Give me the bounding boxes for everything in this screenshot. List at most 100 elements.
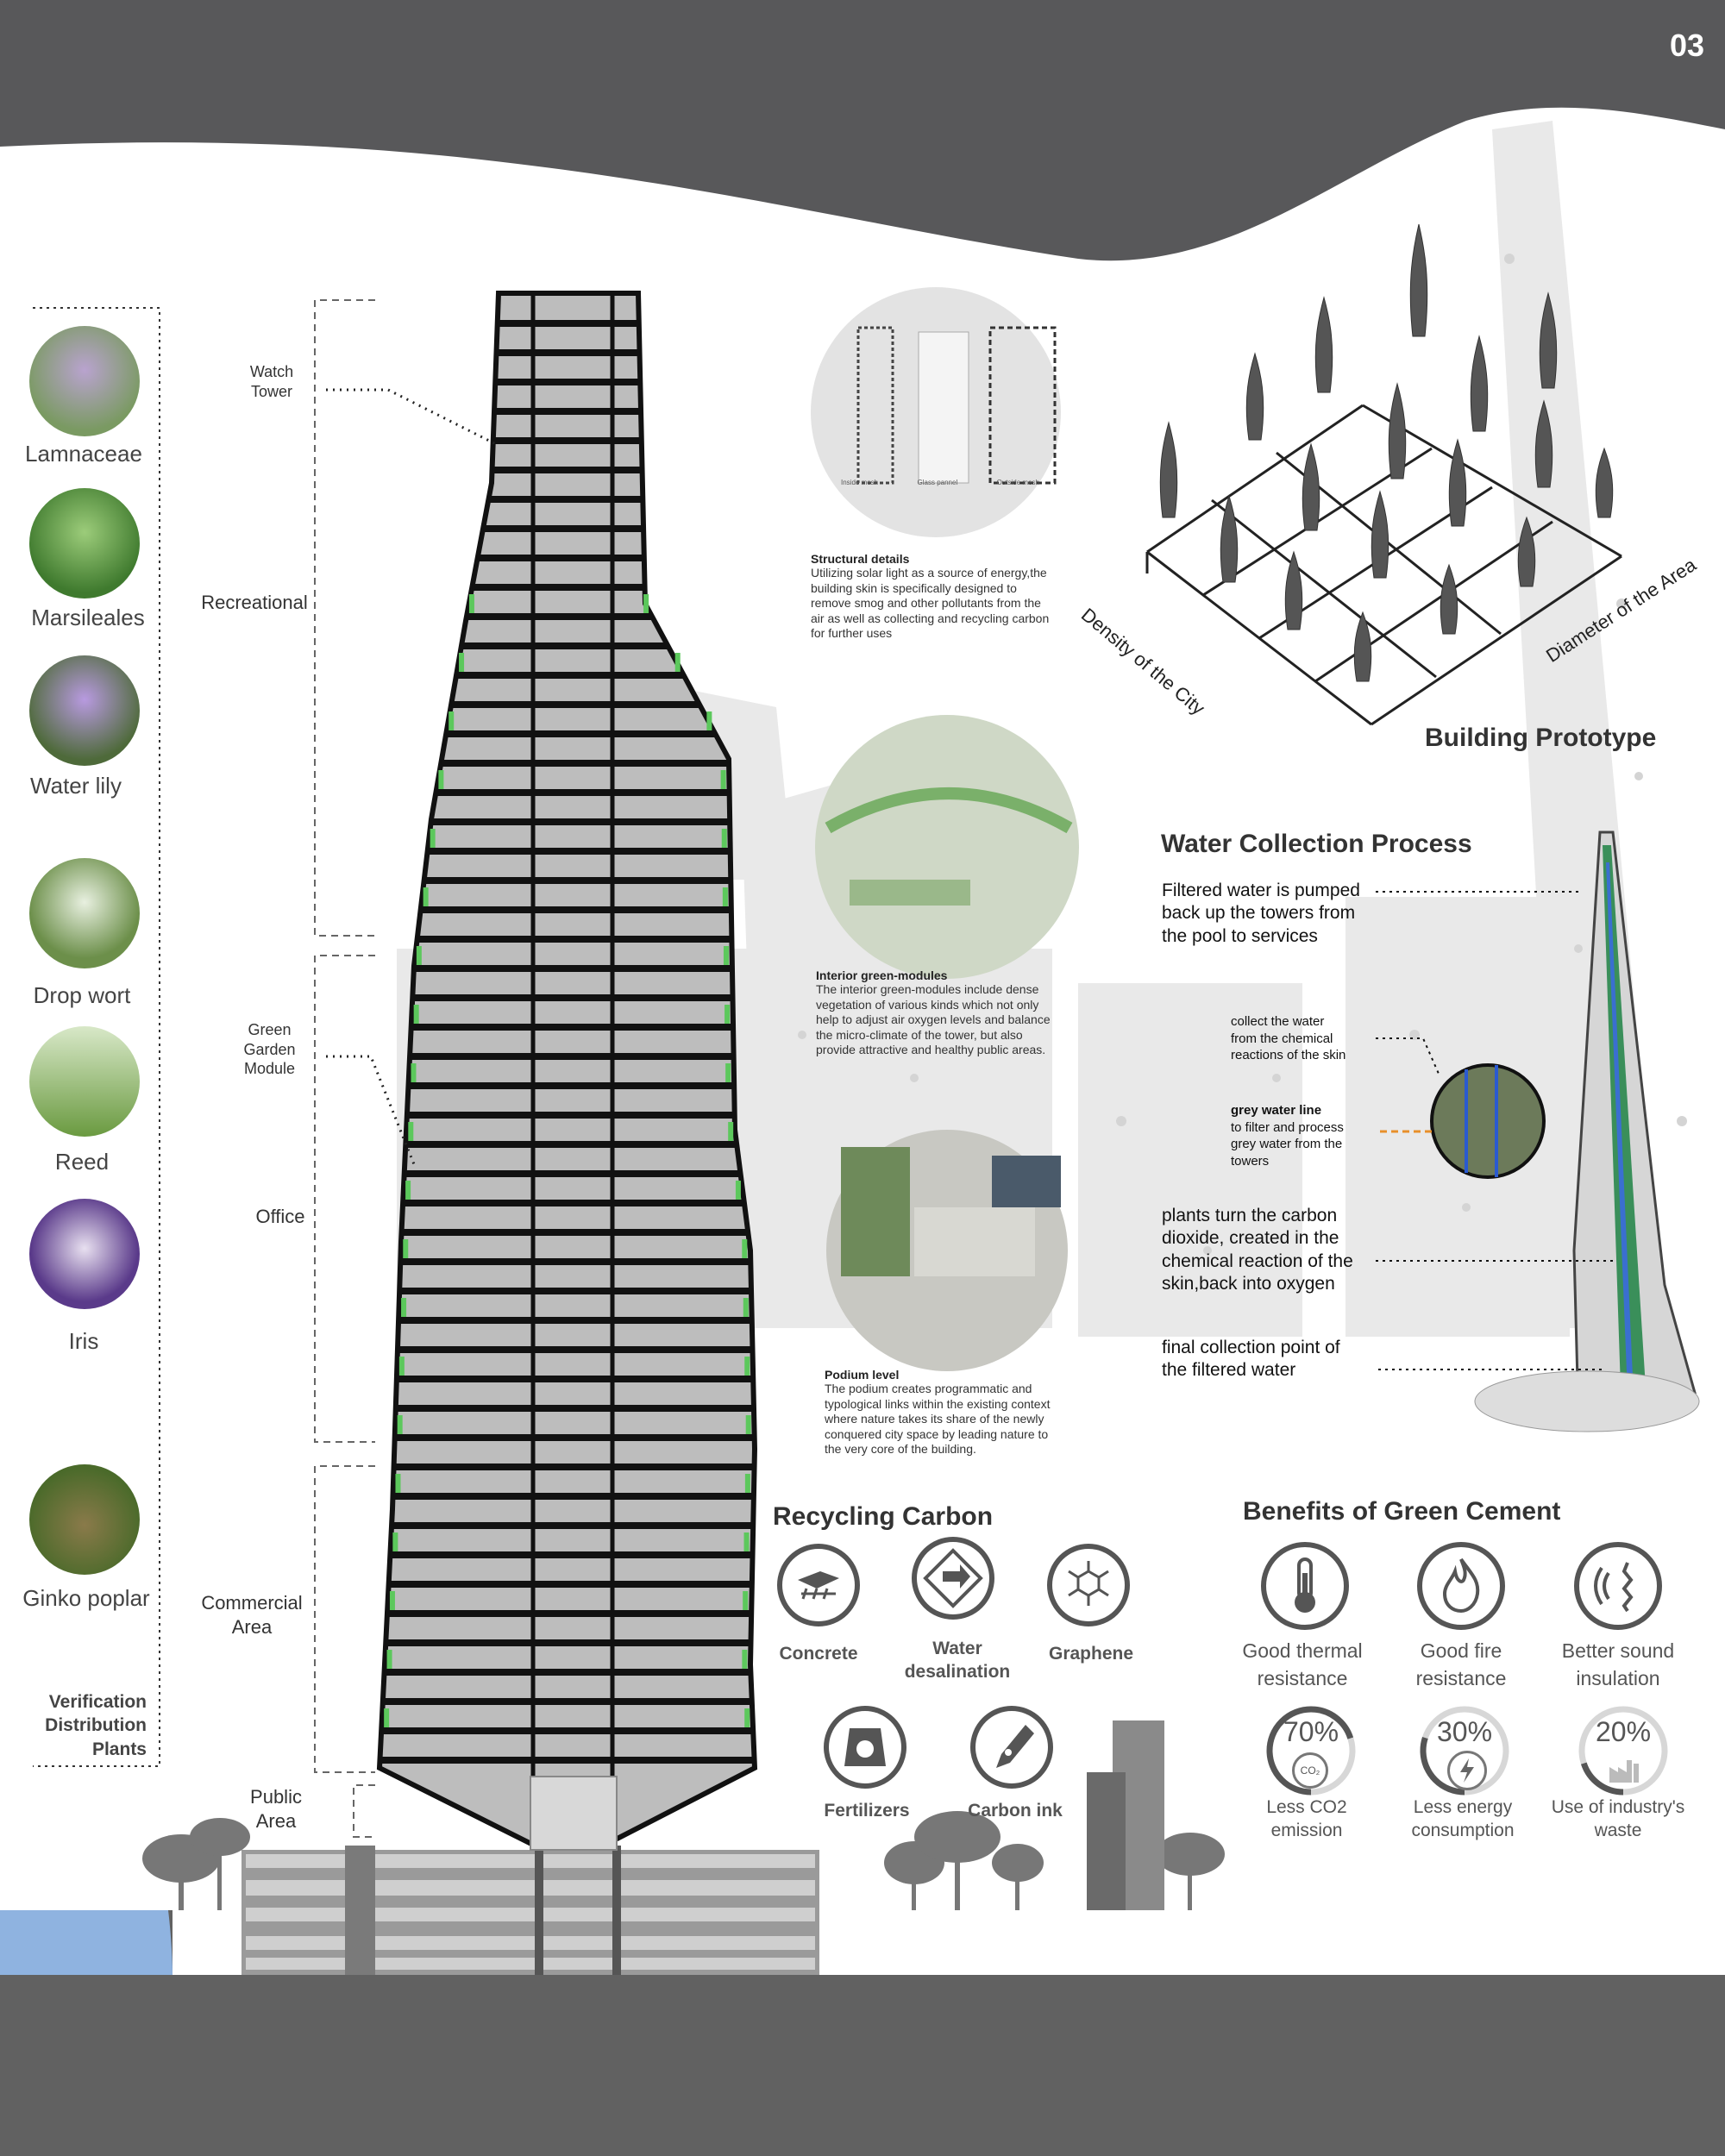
structural-caption: Structural details Utilizing solar light…	[811, 552, 1087, 642]
mesh-label: Glass pannel	[917, 479, 958, 486]
plant-label: Drop wort	[33, 982, 131, 1008]
zone-public-area: Public Area	[237, 1785, 315, 1833]
zone-green-garden-module: Green Garden Module	[229, 1020, 310, 1079]
zone-commercial-area: Commercial Area	[191, 1591, 312, 1639]
prototype-tower	[1284, 550, 1303, 630]
green-patch	[721, 829, 727, 848]
plant-label: Iris	[68, 1328, 99, 1354]
prototype-title: Building Prototype	[1425, 724, 1657, 752]
sound-glyph	[1594, 1562, 1634, 1613]
water-collect-text: collect the water from the chemical reac…	[1231, 1013, 1377, 1064]
caption-title: Interior green-modules	[816, 968, 948, 982]
stat-line: Less energy	[1413, 1797, 1513, 1817]
caption-line: provide attractive and healthy public ar…	[816, 1043, 1046, 1056]
prototype-tower	[1314, 296, 1333, 393]
stat-label: Less energy consumption	[1368, 1796, 1558, 1843]
benefit-line: resistance	[1257, 1667, 1348, 1690]
prototype-tower	[1409, 223, 1428, 337]
zone-recreational: Recreational	[201, 592, 308, 613]
plant-photo-iris	[29, 1199, 140, 1309]
water-line: to filter and process	[1231, 1119, 1344, 1135]
prototype-tower	[1517, 516, 1536, 587]
caption-line: The interior green-modules include dense	[816, 982, 1039, 996]
water-line: towers	[1231, 1153, 1270, 1169]
recycling-label: Fertilizers	[824, 1801, 910, 1821]
plant-label: Ginko poplar	[22, 1585, 150, 1611]
stat-label: Less CO2 emission	[1212, 1796, 1402, 1843]
prototype-tower	[1353, 611, 1372, 682]
grey-water-title: grey water line	[1231, 1103, 1322, 1118]
graphene-icon	[1047, 1544, 1130, 1626]
interior-caption: Interior green-modules The interior gree…	[816, 968, 1092, 1058]
zone-line: Watch	[249, 363, 294, 380]
green-patch	[728, 1122, 734, 1141]
prototype-towers	[1159, 223, 1614, 682]
plant-photo-drop-wort	[29, 858, 140, 968]
top-wave-band	[0, 0, 1725, 261]
mesh-panels	[856, 326, 1057, 485]
green-patch	[725, 1063, 731, 1082]
plant-photo-ginko-poplar	[29, 1464, 140, 1575]
recycling-label: Water desalination	[904, 1639, 1011, 1683]
water-line: reactions of the skin	[1231, 1048, 1346, 1062]
co2-icon: CO₂	[1292, 1752, 1328, 1789]
water-body	[0, 1910, 172, 1975]
stat-value: 70%	[1283, 1716, 1339, 1747]
water-zoom-circle	[1430, 1063, 1546, 1179]
prototype-tower	[1302, 442, 1320, 531]
water-line: from the chemical	[1231, 1031, 1333, 1046]
recycling-label: Carbon ink	[968, 1801, 1063, 1821]
green-patch	[408, 1122, 414, 1141]
plant-label: Marsileales	[31, 605, 145, 630]
water-final-text: final collection point of the filtered w…	[1162, 1337, 1377, 1382]
benefit-line: Better sound	[1561, 1639, 1675, 1662]
recycling-label: Concrete	[779, 1644, 858, 1664]
green-patch	[448, 711, 455, 730]
plant-label: Reed	[54, 1149, 110, 1175]
stat-ring-fill	[1420, 1706, 1509, 1796]
zone-brackets	[314, 299, 375, 1838]
lightning-icon	[1447, 1751, 1487, 1790]
stat-line: consumption	[1411, 1821, 1515, 1841]
floor-lines	[380, 320, 755, 1764]
green-patch	[744, 1474, 750, 1493]
green-patch	[720, 770, 726, 789]
plant-label: Water lily	[30, 773, 122, 799]
caption-line: vegetation of various kinds which not on…	[816, 997, 1039, 1012]
green-patch	[392, 1532, 398, 1551]
benefit-label: Better sound insulation	[1523, 1637, 1713, 1692]
green-patch	[742, 1650, 748, 1669]
zone-line: Public	[250, 1786, 302, 1808]
zone-watch-tower: Watch Tower	[233, 362, 310, 401]
fountain-pen-icon	[970, 1706, 1053, 1789]
water-desalination-glyph	[923, 1548, 983, 1608]
caption-title: Podium level	[825, 1368, 900, 1382]
fountain-pen-glyph	[996, 1725, 1034, 1768]
water-line: plants turn the carbon	[1162, 1206, 1338, 1225]
fertilizer-icon	[824, 1706, 906, 1789]
water-title: Water Collection Process	[1161, 830, 1472, 858]
zone-line: Garden	[243, 1040, 296, 1058]
water-line: the pool to services	[1162, 925, 1318, 946]
sound-icon	[1574, 1542, 1662, 1630]
caption-line: Utilizing solar light as a source of ene…	[811, 566, 1047, 580]
stat-label: Use of industry's waste	[1523, 1796, 1713, 1843]
green-patch	[722, 887, 728, 906]
caption-line: conquered city space by leading nature t…	[825, 1426, 1049, 1441]
green-patch	[743, 1591, 749, 1610]
mesh-label: Inside mesh	[841, 479, 879, 486]
green-patch	[706, 711, 712, 730]
grey-water-text: grey water line to filter and process gr…	[1231, 1102, 1377, 1169]
thermometer-icon	[1261, 1542, 1349, 1630]
zone-basement: Basement	[833, 1942, 989, 1980]
green-patch	[723, 946, 729, 965]
benefit-line: Good thermal	[1242, 1639, 1363, 1662]
stat-value: 20%	[1595, 1716, 1652, 1747]
water-line: grey water from the	[1231, 1137, 1343, 1151]
stat-line: emission	[1270, 1821, 1343, 1841]
water-line: back up the towers from	[1162, 903, 1356, 924]
fire-icon	[1417, 1542, 1505, 1630]
mesh-label: Outside mesh	[996, 479, 1039, 486]
concrete-icon	[777, 1544, 860, 1626]
interior-circle	[815, 715, 1079, 979]
